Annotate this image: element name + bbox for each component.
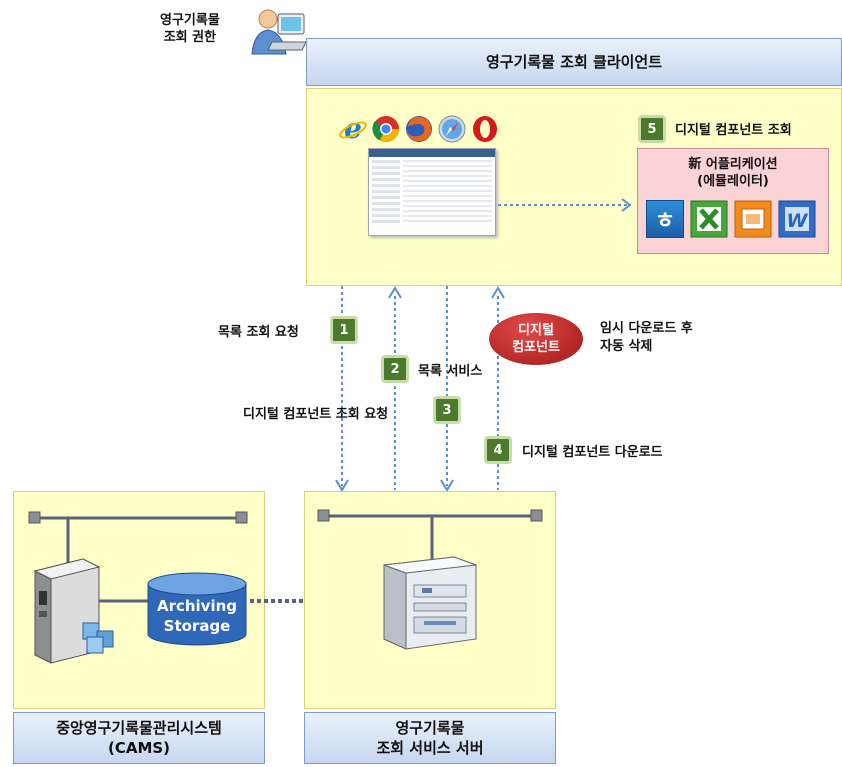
- excel-icon: [690, 200, 728, 238]
- archiving-storage: Archiving Storage: [146, 572, 248, 648]
- user-computer-icon: [251, 9, 307, 55]
- server-title-bar: 영구기록물 조회 서비스 서버: [304, 712, 556, 764]
- step-2-badge: 2: [381, 355, 409, 383]
- step-3-badge: 3: [433, 396, 461, 424]
- step-1-label: 목록 조회 요청: [218, 325, 299, 340]
- temp-download-note: 임시 다운로드 후 자동 삭제: [600, 321, 693, 354]
- user-label: 영구기록물 조회 권한: [160, 13, 220, 45]
- web-page-thumbnail: [368, 148, 496, 236]
- browser-to-app-arrow: [498, 198, 632, 212]
- step-4-badge: 4: [484, 436, 512, 464]
- svg-text:W: W: [787, 210, 809, 232]
- step-5-label: 디지털 컴포넌트 조회: [675, 123, 792, 138]
- digital-component-oval: 디지털 컴포넌트: [489, 313, 583, 365]
- storage-cylinder-icon: [147, 572, 247, 646]
- svg-text:e: e: [344, 114, 362, 144]
- powerpoint-icon: [734, 200, 772, 238]
- step-2-label: 목록 서비스: [418, 364, 483, 379]
- storage-label-line1: Archiving: [156, 597, 238, 615]
- step-3-label: 디지털 컴포넌트 조회 요청: [243, 407, 389, 422]
- opera-icon: [473, 116, 497, 142]
- application-emulator-box: 新 어플리케이션 (에뮬레이터) ㅎ W: [637, 148, 829, 254]
- app-box-subtitle: (에뮬레이터): [697, 174, 769, 189]
- word-icon: W: [778, 200, 816, 238]
- client-title-bar: 영구기록물 조회 클라이언트: [306, 38, 842, 86]
- server-network-diagram: [317, 509, 543, 650]
- firefox-icon: [406, 116, 432, 142]
- cams-title-bar: 중앙영구기록물관리시스템 (CAMS): [13, 712, 265, 764]
- storage-label-line2: Storage: [163, 617, 231, 635]
- chrome-icon: [372, 116, 400, 143]
- cams-network-diagram: [28, 511, 248, 664]
- app-box-title: 新 어플리케이션: [688, 157, 778, 172]
- step-5-badge: 5: [638, 115, 666, 143]
- hwp-icon: ㅎ: [646, 200, 684, 238]
- ie-icon: e: [339, 114, 367, 144]
- browser-icons: e: [338, 114, 500, 144]
- step-1-badge: 1: [330, 316, 358, 344]
- step-4-label: 디지털 컴포넌트 다운로드: [522, 445, 663, 460]
- safari-icon: [438, 115, 466, 143]
